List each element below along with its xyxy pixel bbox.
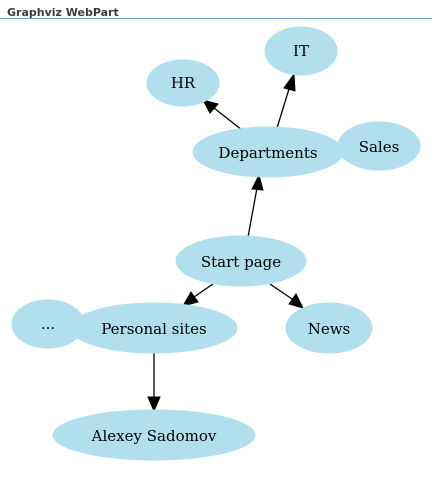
- node-personal-sites-label: Personal sites: [101, 320, 206, 338]
- node-alexey-sadomov-label: Alexey Sadomov: [91, 427, 217, 445]
- node-start-page-label: Start page: [201, 253, 281, 271]
- node-sales[interactable]: Sales: [337, 121, 421, 171]
- edge-start-page-to-news: [269, 283, 304, 309]
- node-more[interactable]: ...: [11, 299, 85, 349]
- edge-start-page-to-departments: [247, 173, 264, 238]
- node-more-label: ...: [41, 315, 55, 333]
- node-it-label: IT: [293, 42, 309, 60]
- node-departments[interactable]: Departments: [192, 126, 344, 178]
- node-it[interactable]: IT: [264, 26, 338, 76]
- node-start-page[interactable]: Start page: [175, 235, 307, 287]
- node-sales-label: Sales: [359, 138, 400, 156]
- node-hr-label: HR: [171, 74, 196, 92]
- edge-departments-to-it: [276, 72, 296, 129]
- node-personal-sites[interactable]: Personal sites: [70, 302, 238, 354]
- node-departments-label: Departments: [218, 144, 317, 162]
- edge-start-page-to-personal-sites: [181, 283, 214, 307]
- node-news[interactable]: News: [285, 302, 373, 354]
- node-news-label: News: [308, 320, 351, 338]
- edge-departments-to-hr: [202, 99, 243, 131]
- node-hr[interactable]: HR: [146, 59, 220, 107]
- node-alexey-sadomov[interactable]: Alexey Sadomov: [52, 409, 256, 461]
- webpart-title: Graphviz WebPart: [7, 6, 119, 19]
- graph-canvas: HR IT Departments Sales Start page Perso…: [11, 26, 421, 461]
- webpart-header: Graphviz WebPart: [0, 0, 432, 19]
- edge-personal-sites-to-alexey-sadomov: [147, 352, 161, 413]
